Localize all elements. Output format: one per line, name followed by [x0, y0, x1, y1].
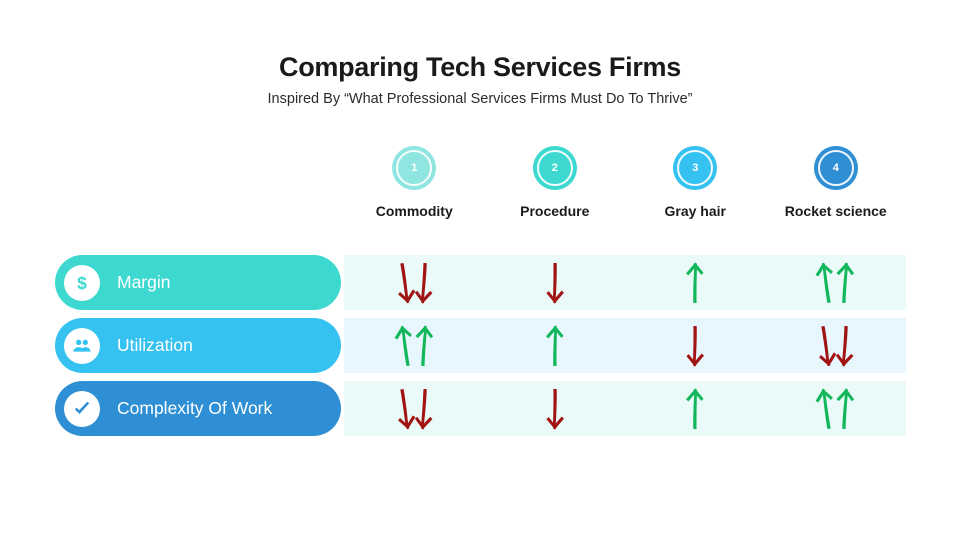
matrix-cell [344, 255, 485, 310]
matrix-cell [766, 318, 907, 373]
row-icon-circle: $ [64, 264, 100, 301]
row-label: Margin [117, 272, 171, 292]
matrix-cell [625, 255, 766, 310]
arrow-down-icon [397, 388, 416, 429]
row-label-pill[interactable]: Utilization [55, 318, 341, 373]
matrix-cell [344, 381, 485, 436]
arrow-group-down-2 [813, 323, 858, 369]
row-cells [344, 318, 906, 373]
arrow-down-icon [397, 262, 416, 303]
stage-badge-number: 3 [692, 162, 699, 174]
arrow-up-icon [815, 388, 834, 429]
row-band [344, 255, 906, 310]
stage-badge-2: 2 [532, 146, 577, 190]
arrow-up-icon [394, 325, 412, 366]
check-icon [74, 401, 90, 414]
arrow-up-icon [815, 262, 834, 303]
row-label: Complexity Of Work [117, 398, 273, 418]
matrix-cell [485, 255, 626, 310]
row-label-pill[interactable]: Complexity Of Work [55, 381, 341, 436]
row-label: Utilization [117, 335, 193, 355]
arrow-group-up-1 [682, 260, 708, 306]
table-row: Utilization [0, 318, 960, 373]
column-header-label: Rocket science [784, 203, 887, 219]
stage-badge-1: 1 [392, 146, 437, 190]
table-row: Complexity Of Work [0, 381, 960, 436]
row-band [344, 318, 906, 373]
column-header-label: Gray hair [664, 203, 726, 219]
dollar-icon: $ [77, 272, 87, 292]
arrow-group-up-1 [542, 323, 568, 369]
stage-badge-number: 1 [411, 162, 418, 174]
arrow-down-icon [686, 325, 705, 366]
arrow-up-icon [686, 388, 704, 429]
arrow-down-icon [414, 262, 433, 303]
stage-badge-number: 2 [551, 162, 558, 174]
column-header-label: Commodity [375, 203, 453, 219]
arrow-group-down-2 [392, 260, 437, 306]
arrow-group-up-1 [682, 386, 708, 432]
arrow-up-icon [836, 388, 855, 429]
arrow-group-down-2 [392, 386, 437, 432]
matrix-cell [485, 381, 626, 436]
stage-badge-number: 4 [832, 162, 839, 174]
matrix-cell [766, 255, 907, 310]
matrix-cell [766, 381, 907, 436]
matrix-cell [625, 318, 766, 373]
arrow-down-icon [546, 262, 564, 303]
arrow-up-icon [545, 325, 564, 366]
row-label-pill[interactable]: $ Margin [55, 255, 341, 310]
arrow-down-icon [819, 325, 837, 366]
arrow-down-icon [546, 388, 564, 429]
arrow-up-icon [686, 262, 704, 303]
arrow-group-up-2 [813, 260, 858, 306]
row-cells [344, 255, 906, 310]
arrow-down-icon [836, 325, 854, 366]
matrix-cell [625, 381, 766, 436]
arrow-group-down-1 [682, 323, 708, 369]
arrow-group-down-1 [542, 386, 568, 432]
row-icon-circle [64, 327, 100, 364]
table-row: $ Margin [0, 255, 960, 310]
svg-text:$: $ [77, 272, 87, 292]
arrow-down-icon [414, 388, 433, 429]
row-icon-circle [64, 390, 100, 427]
row-cells [344, 381, 906, 436]
matrix-cell [344, 318, 485, 373]
arrow-group-up-2 [813, 386, 858, 432]
arrow-group-up-2 [392, 323, 437, 369]
users-icon [73, 339, 91, 352]
stage-badge-4: 4 [813, 146, 858, 190]
arrow-up-icon [836, 262, 855, 303]
stage-badge-3: 3 [673, 146, 718, 190]
row-band [344, 381, 906, 436]
column-header-label: Procedure [520, 203, 590, 219]
page-subtitle: Inspired By “What Professional Services … [267, 91, 693, 107]
arrow-group-down-1 [542, 260, 568, 306]
page-title: Comparing Tech Services Firms [279, 52, 681, 82]
matrix-cell [485, 318, 626, 373]
arrow-up-icon [415, 325, 433, 366]
